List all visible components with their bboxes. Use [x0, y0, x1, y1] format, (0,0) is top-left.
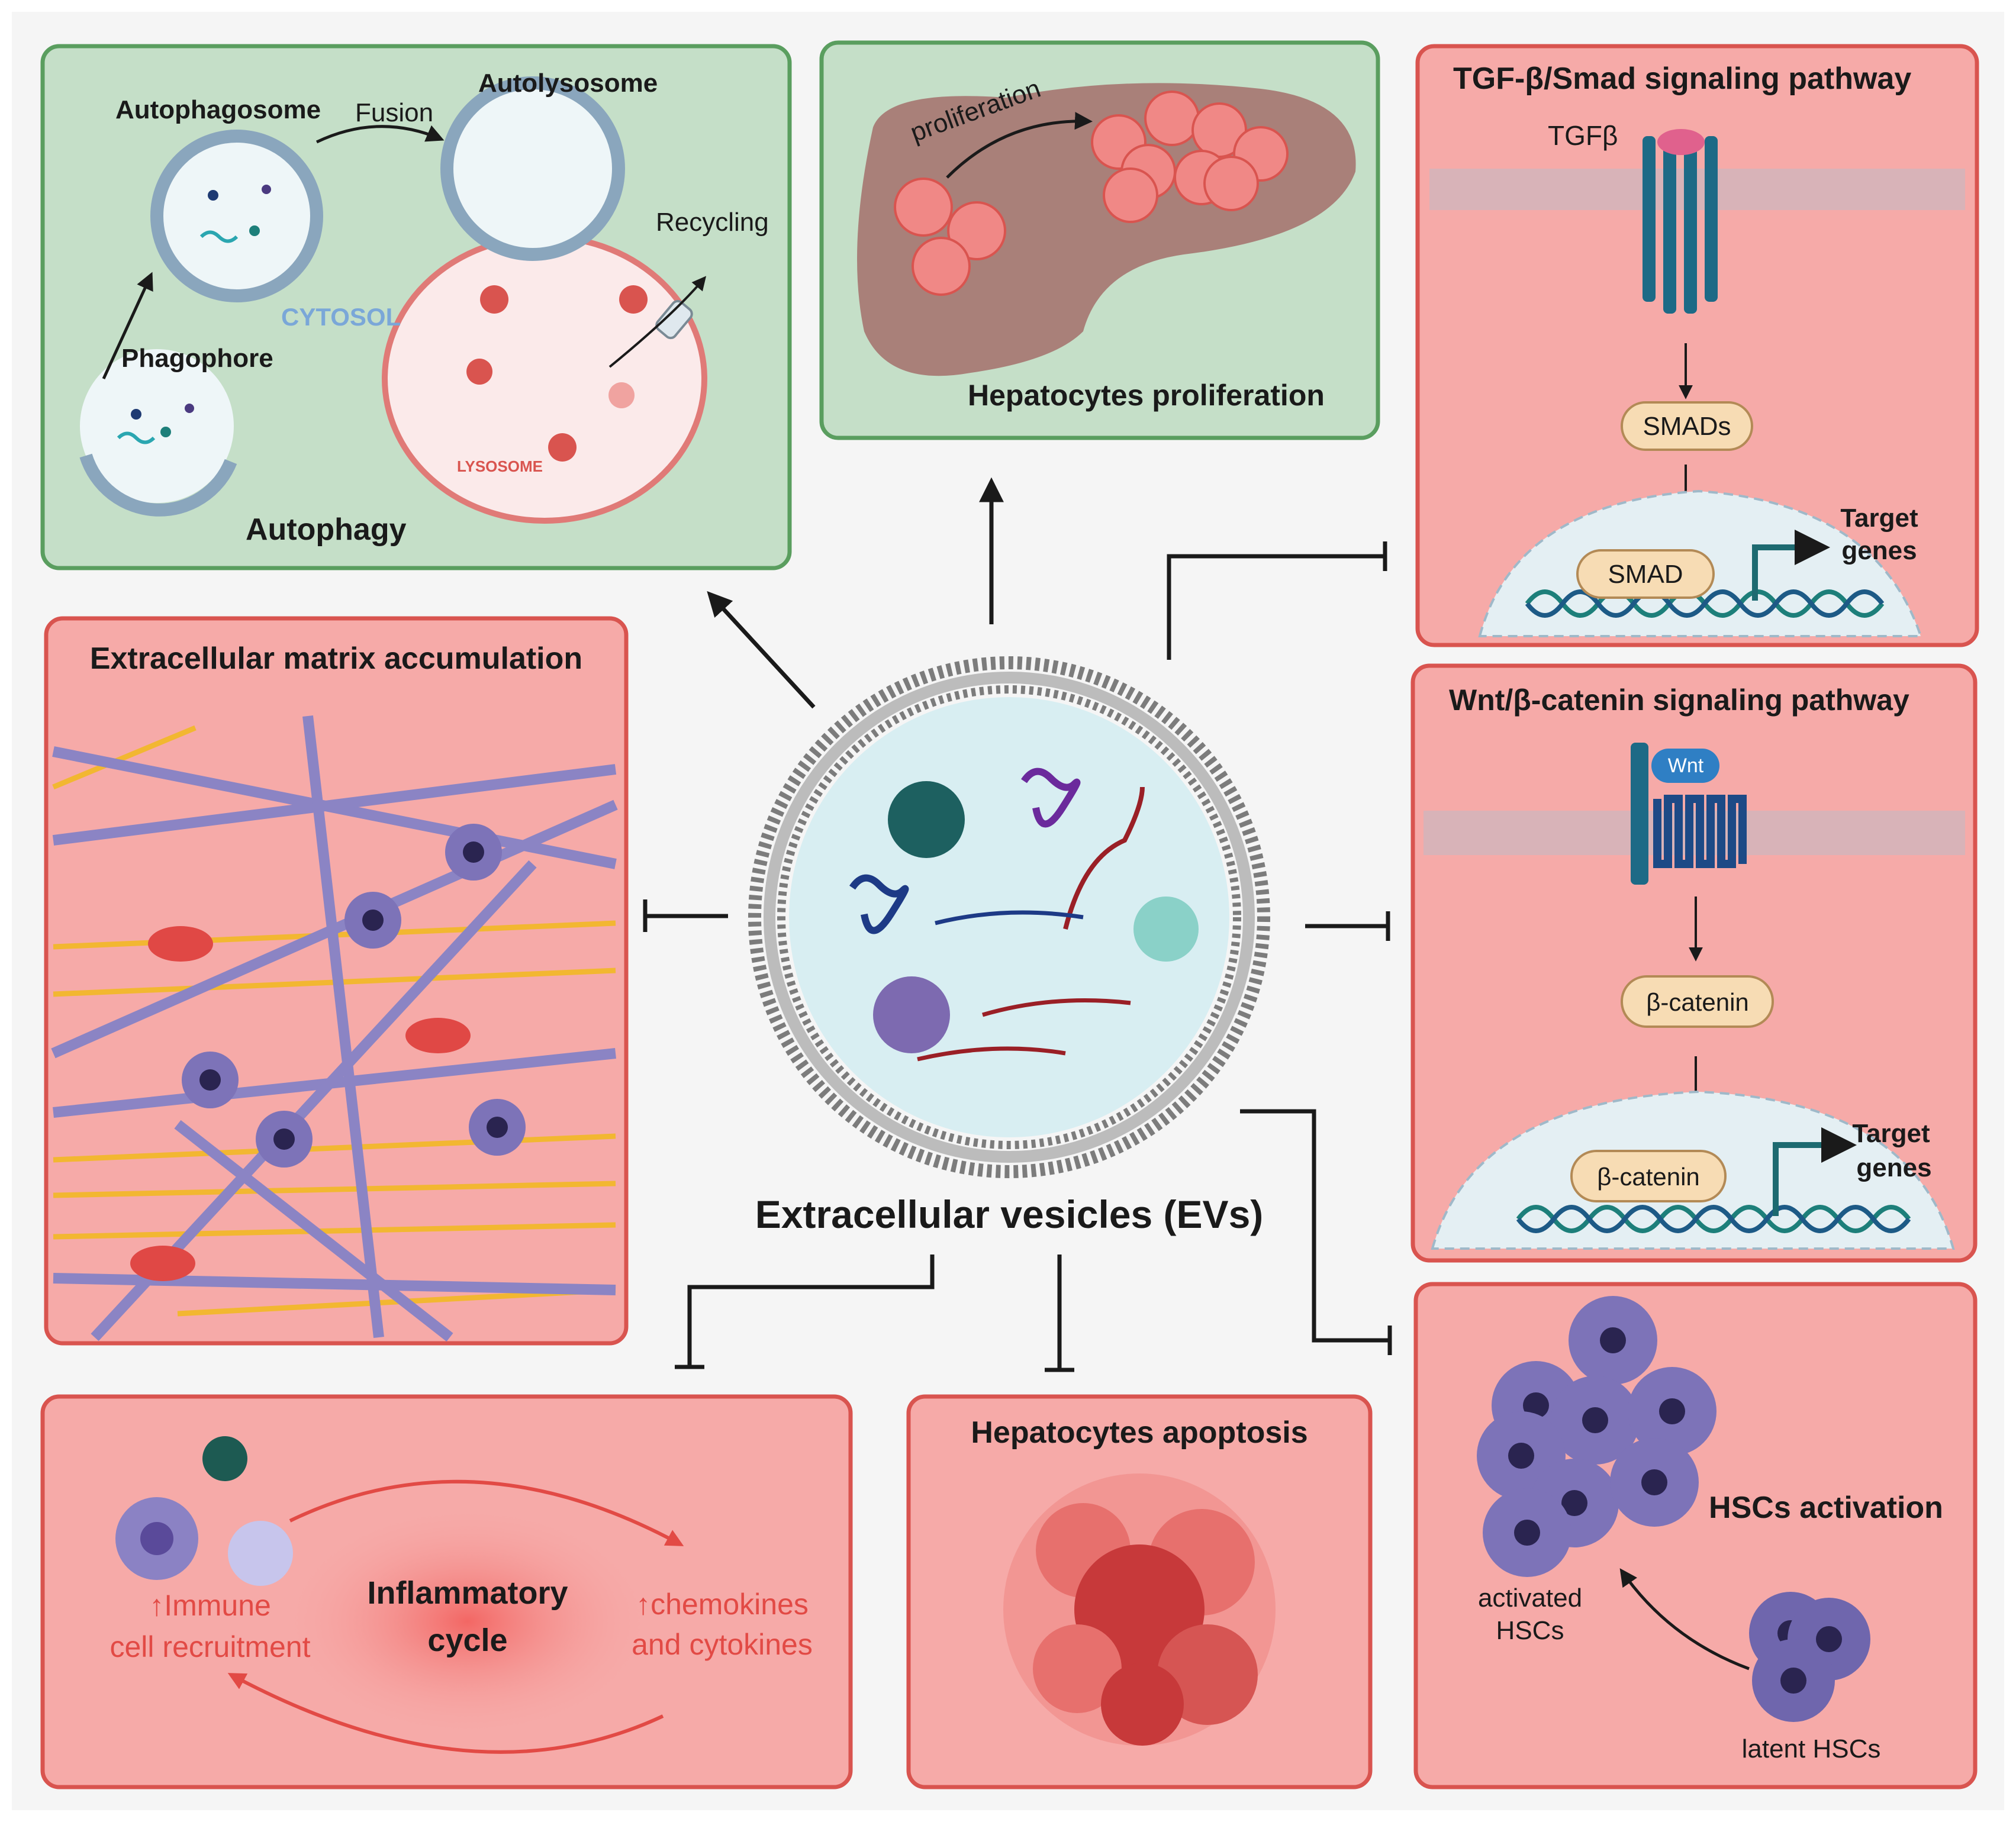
wnt-ligand-label: Wnt: [1668, 754, 1704, 777]
latent-hsc-cluster: [1749, 1592, 1870, 1722]
smad-label: SMAD: [1608, 560, 1683, 589]
connector-inhibit-ecm: [643, 899, 728, 932]
wnt-dna: [1516, 1205, 1911, 1233]
tgf-membrane: [1429, 169, 1965, 210]
ev-protein-purple: [873, 976, 950, 1053]
cycle-line1: Inflammatory: [367, 1575, 568, 1611]
hepatocyte-proliferation-panel: proliferation Hepatocytes proliferation: [819, 40, 1380, 440]
cytosol-label: CYTOSOL: [281, 303, 401, 331]
tgf-beta-panel: TGF-β/Smad signaling pathway TGFβ SMADs …: [1415, 44, 1979, 647]
chemo-line1: ↑chemokines: [636, 1588, 809, 1621]
extracellular-vesicle: [748, 656, 1270, 1178]
apoptotic-cells: [1003, 1473, 1276, 1746]
autolysosome-label: Autolysosome: [478, 69, 658, 98]
autolysosome-shape: [382, 76, 707, 524]
connector-inhibit-apoptosis: [1045, 1255, 1074, 1372]
hsc-panel: HSCs activation activated HSCs latent HS…: [1413, 1282, 1978, 1789]
chemo-line2: and cytokines: [632, 1628, 813, 1661]
wnt-target-arrow: [1773, 1127, 1857, 1216]
ecm-hsc-cells: [182, 824, 526, 1168]
hepatocyte-cluster: [894, 91, 1289, 296]
ev-rna-red-2: [982, 998, 1131, 1017]
apoptosis-panel: Hepatocytes apoptosis: [906, 1394, 1373, 1789]
inflammation-panel: ↑Immune cell recruitment Inflammatory cy…: [40, 1394, 853, 1789]
tgf-target-line1: Target: [1840, 504, 1918, 533]
connector-inhibit-wnt: [1305, 911, 1390, 941]
autophagosome-shape: [150, 130, 323, 302]
wnt-target-line1: Target: [1852, 1119, 1930, 1148]
cycle-line2: cycle: [427, 1623, 507, 1658]
catenin-nuc-label: β-catenin: [1597, 1163, 1700, 1191]
arrow-recycling: [608, 276, 707, 368]
autophagosome-label: Autophagosome: [115, 95, 321, 124]
activated-hsc-line2: HSCs: [1496, 1616, 1564, 1645]
tgf-ligand-label: TGFβ: [1548, 120, 1618, 151]
ecm-panel: Extracellular matrix accumulation: [44, 616, 629, 1346]
recycling-label: Recycling: [656, 208, 769, 237]
tgf-beta-title: TGF-β/Smad signaling pathway: [1453, 62, 1911, 96]
hepatocyte-proliferation-title: Hepatocytes proliferation: [968, 379, 1325, 412]
immune-line2: cell recruitment: [110, 1630, 311, 1663]
ev-protein-teal: [888, 781, 965, 858]
ev-rna-purple: [1021, 768, 1081, 828]
arrow-fusion: [315, 125, 445, 144]
phagophore-label: Phagophore: [121, 344, 273, 373]
catenin-nuc-pill: [1570, 1150, 1727, 1202]
ev-rna-blue: [849, 874, 909, 934]
catenin-cyto-label: β-catenin: [1646, 988, 1749, 1016]
tgf-target-line2: genes: [1841, 536, 1917, 565]
hsc-title: HSCs activation: [1709, 1491, 1943, 1525]
fusion-label: Fusion: [355, 98, 433, 127]
ecm-red-cells: [130, 926, 471, 1281]
inflammation-cycle-arrow-top: [289, 1479, 684, 1546]
wnt-frizzled: [1653, 795, 1747, 868]
ev-rna-red-3: [917, 1046, 1066, 1062]
connector-inhibit-tgf: [1167, 541, 1387, 660]
hsc-activation-arrow: [1619, 1568, 1750, 1671]
tgf-ligand-shape: [1657, 129, 1705, 155]
connector-inhibit-inflammation: [675, 1255, 935, 1369]
activated-hsc-line1: activated: [1478, 1584, 1582, 1613]
wnt-membrane: [1424, 811, 1965, 855]
phagophore-shape: [79, 349, 237, 517]
tgf-target-arrow: [1752, 530, 1830, 601]
arrow-phagophore-to-autophagosome: [102, 272, 153, 380]
wnt-receptor: [1631, 743, 1648, 885]
immune-line1: ↑Immune: [149, 1589, 271, 1622]
autophagy-title: Autophagy: [246, 512, 407, 547]
ev-title: Extracellular vesicles (EVs): [755, 1192, 1264, 1236]
activated-hsc-cluster: [1477, 1296, 1717, 1577]
lysosome-label: LYSOSOME: [457, 457, 543, 475]
wnt-panel: Wnt/β-catenin signaling pathway Wnt β-ca…: [1410, 663, 1978, 1263]
wnt-ligand-pill: [1651, 749, 1719, 783]
connector-to-autophagy: [707, 591, 816, 709]
inflammation-cycle-arrow-bottom: [227, 1673, 664, 1754]
latent-hsc-label: latent HSCs: [1742, 1734, 1881, 1763]
ecm-collagen-purple: [51, 715, 618, 1342]
catenin-cyto-pill: [1621, 975, 1774, 1028]
smads-label: SMADs: [1643, 412, 1731, 441]
inflammation-glow: [278, 1503, 657, 1740]
tgf-receptor: [1643, 136, 1718, 314]
apoptosis-title: Hepatocytes apoptosis: [971, 1415, 1307, 1450]
connector-inhibit-hsc: [1240, 1109, 1392, 1355]
immune-cell-neutrophil: [228, 1521, 293, 1586]
autophagy-panel: Autophagosome Fusion Autolysosome Recycl…: [40, 44, 792, 570]
ev-rna-red: [1063, 786, 1145, 930]
wnt-title: Wnt/β-catenin signaling pathway: [1449, 683, 1909, 717]
smads-pill: [1621, 401, 1753, 451]
immune-cell-lymphocyte: [202, 1436, 247, 1481]
ev-dna-blue: [935, 910, 1084, 925]
ecm-title: Extracellular matrix accumulation: [90, 641, 582, 676]
ev-protein-lightteal: [1133, 897, 1199, 962]
proliferation-arrow: [946, 112, 1093, 179]
wnt-target-line2: genes: [1856, 1153, 1931, 1182]
smad-pill: [1576, 549, 1715, 599]
